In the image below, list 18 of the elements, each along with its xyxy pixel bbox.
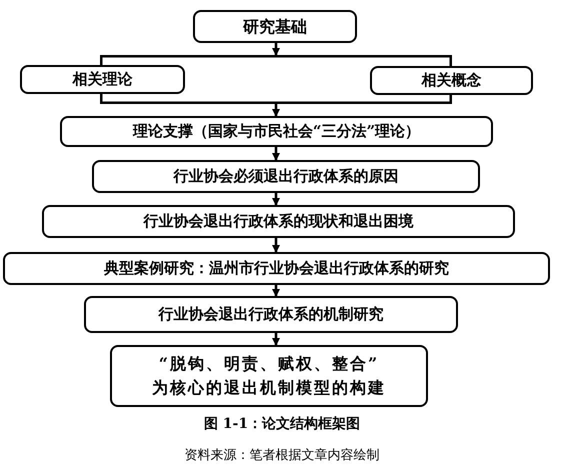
- process-box: 相关概念: [370, 66, 533, 95]
- arrow: [272, 147, 280, 161]
- arrow: [272, 333, 280, 346]
- figure-caption: 图 1-1：论文结构框架图: [204, 416, 360, 432]
- process-box: 行业协会退出行政体系的现状和退出困境: [42, 205, 515, 238]
- arrow: [272, 285, 280, 297]
- process-box: 行业协会必须退出行政体系的原因: [92, 160, 480, 193]
- process-box: 典型案例研究：温州市行业协会退出行政体系的研究: [3, 252, 550, 285]
- process-box: “脱钩、明责、赋权、整合”为核心的退出机制模型的构建: [110, 345, 428, 407]
- process-box: 行业协会退出行政体系的机制研究: [84, 296, 458, 333]
- process-box: 研究基础: [193, 10, 357, 43]
- process-box: 相关理论: [20, 65, 185, 94]
- arrow: [272, 193, 280, 206]
- arrow: [272, 43, 280, 56]
- source-note: 资料来源：笔者根据文章内容绘制: [184, 448, 380, 463]
- arrow: [272, 104, 280, 117]
- process-box: 理论支撑（国家与市民社会“三分法”理论）: [60, 116, 493, 147]
- arrow: [272, 238, 280, 253]
